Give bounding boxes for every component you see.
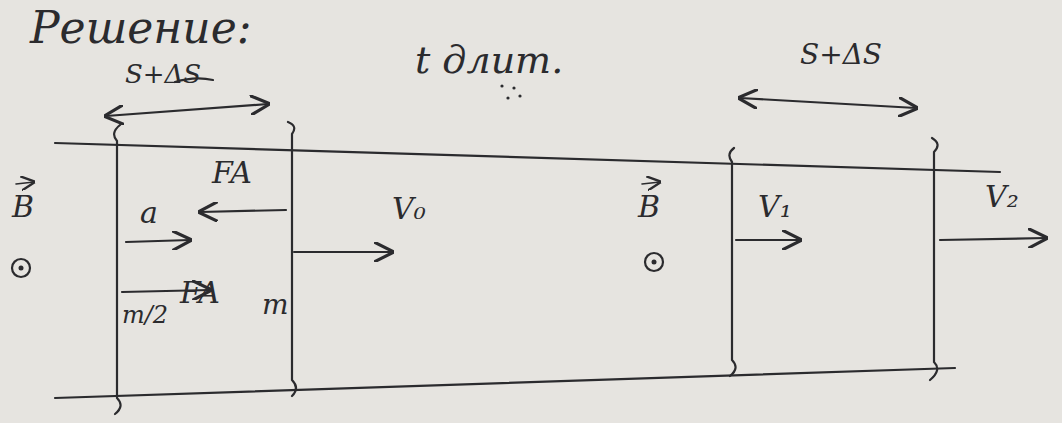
- velocity-label: V₁: [758, 190, 792, 223]
- rod-m: [288, 122, 296, 396]
- acceleration-label: a: [140, 196, 158, 229]
- force-arrow: [200, 210, 286, 212]
- time-note: t длит.: [415, 40, 563, 82]
- force-label: FA: [212, 156, 252, 189]
- top-rail: [55, 143, 1000, 172]
- mass-label: m/2: [122, 302, 168, 328]
- vector-sign: [642, 182, 660, 184]
- rod-left: [114, 125, 120, 414]
- dimension-arrow: [106, 104, 268, 116]
- vector-sign: [16, 182, 34, 184]
- velocity-arrow: [940, 238, 1046, 240]
- field-label: B: [12, 190, 34, 223]
- velocity-label: V₂: [985, 180, 1019, 213]
- dimension-label: S+ΔS: [800, 40, 882, 71]
- velocity-arrow: [736, 239, 800, 241]
- velocity-label: V₀: [392, 192, 426, 225]
- acceleration-arrow: [126, 240, 190, 242]
- dimension-label: S+ΔS: [125, 60, 201, 89]
- bottom-rail: [55, 368, 955, 398]
- field-label: B: [638, 190, 660, 223]
- velocity-arrow: [294, 251, 392, 253]
- rod-v1: [729, 148, 735, 376]
- rod-v2: [930, 138, 938, 380]
- field-symbol: [645, 253, 663, 271]
- field-symbol: [12, 259, 30, 277]
- mass-label: m: [262, 290, 289, 321]
- solution-heading: Решение:: [30, 4, 252, 52]
- dimension-arrow: [740, 98, 916, 108]
- force-label: FA: [180, 276, 220, 309]
